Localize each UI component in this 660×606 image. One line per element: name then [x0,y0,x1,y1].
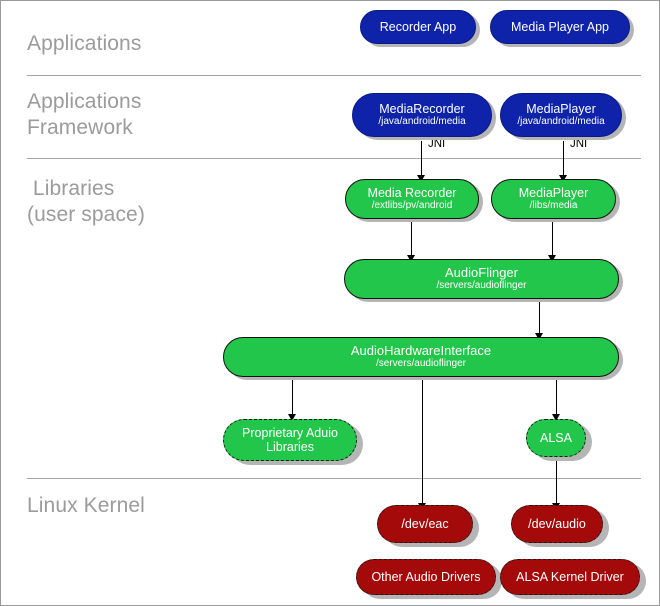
node-alsa-kernel-driver[interactable]: ALSA Kernel Driver [500,559,640,595]
divider-applications [27,75,641,76]
node-recorder-app-title: Recorder App [379,20,457,34]
node-dev-eac[interactable]: /dev/eac [377,505,473,543]
node-audioflinger[interactable]: AudioFlinger /servers/audioflinger [344,259,619,299]
node-audiohardwareinterface-path: /servers/audioflinger [375,358,467,369]
node-mediarecorder-framework-path: /java/android/media [378,116,466,127]
node-recorder-app[interactable]: Recorder App [360,10,476,44]
node-media-recorder-lib-title: Media Recorder [367,186,457,200]
connector-mediarecorder-to-media-recorder-lib [421,141,422,179]
node-alsa[interactable]: ALSA [526,419,586,457]
divider-applications-framework [27,158,641,159]
node-media-recorder-lib[interactable]: Media Recorder /extlibs/pv/android [345,179,479,219]
node-mediaplayer-lib-path: /libs/media [529,200,578,211]
node-mediarecorder-framework-title: MediaRecorder [379,102,465,116]
layer-label-applications-framework: Applications Framework [27,90,142,139]
node-other-audio-drivers-title: Other Audio Drivers [371,570,481,584]
jni-label-recorder: JNI [428,138,446,150]
node-mediaplayer-framework-title: MediaPlayer [526,102,596,116]
node-audiohardwareinterface[interactable]: AudioHardwareInterface /servers/audiofli… [223,337,619,377]
connector-media-recorder-lib-to-audioflinger [411,217,412,259]
node-media-player-app-title: Media Player App [511,20,609,34]
node-mediaplayer-framework[interactable]: MediaPlayer /java/android/media [500,93,622,137]
connector-alsa-to-dev-audio [556,458,557,507]
connector-audioflinger-to-audiohardwareinterface [539,297,540,337]
node-audioflinger-title: AudioFlinger [445,265,518,280]
divider-libraries [27,478,641,479]
node-mediarecorder-framework[interactable]: MediaRecorder /java/android/media [352,93,492,137]
arrowhead-alsa [552,414,560,421]
connector-audiohardwareinterface-to-alsa [556,376,557,418]
connector-mediaplayer-lib-to-audioflinger [552,217,553,259]
node-audiohardwareinterface-title: AudioHardwareInterface [350,343,492,358]
node-dev-eac-title: /dev/eac [401,517,449,531]
node-dev-audio[interactable]: /dev/audio [511,505,603,543]
layer-label-linux-kernel: Linux Kernel [27,494,145,517]
node-proprietary-audio-libraries-subtitle: Libraries [266,440,314,454]
connector-audiohardwareinterface-to-proprietary-libraries [292,376,293,418]
node-proprietary-audio-libraries[interactable]: Proprietary Aduio Libraries [223,419,357,461]
node-media-recorder-lib-path: /extlibs/pv/android [371,200,453,211]
layer-label-libraries: Libraries (user space) [27,177,145,226]
node-mediaplayer-lib-title: MediaPlayer [518,186,589,200]
node-alsa-kernel-driver-title: ALSA Kernel Driver [516,570,624,584]
jni-label-player: JNI [570,138,588,150]
node-audioflinger-path: /servers/audioflinger [436,280,527,291]
node-alsa-title: ALSA [540,431,572,445]
node-mediaplayer-framework-path: /java/android/media [517,116,605,127]
connector-mediaplayer-to-mediaplayer-lib [563,141,564,179]
node-proprietary-audio-libraries-title: Proprietary Aduio [242,426,338,440]
connector-audiohardwareinterface-to-dev-eac [422,376,423,507]
node-dev-audio-title: /dev/audio [528,517,586,531]
node-mediaplayer-lib[interactable]: MediaPlayer /libs/media [491,179,616,219]
arrowhead-proprietary-libraries [288,414,296,421]
node-media-player-app[interactable]: Media Player App [490,10,630,44]
layer-label-applications: Applications [27,32,142,55]
node-other-audio-drivers[interactable]: Other Audio Drivers [356,559,496,595]
